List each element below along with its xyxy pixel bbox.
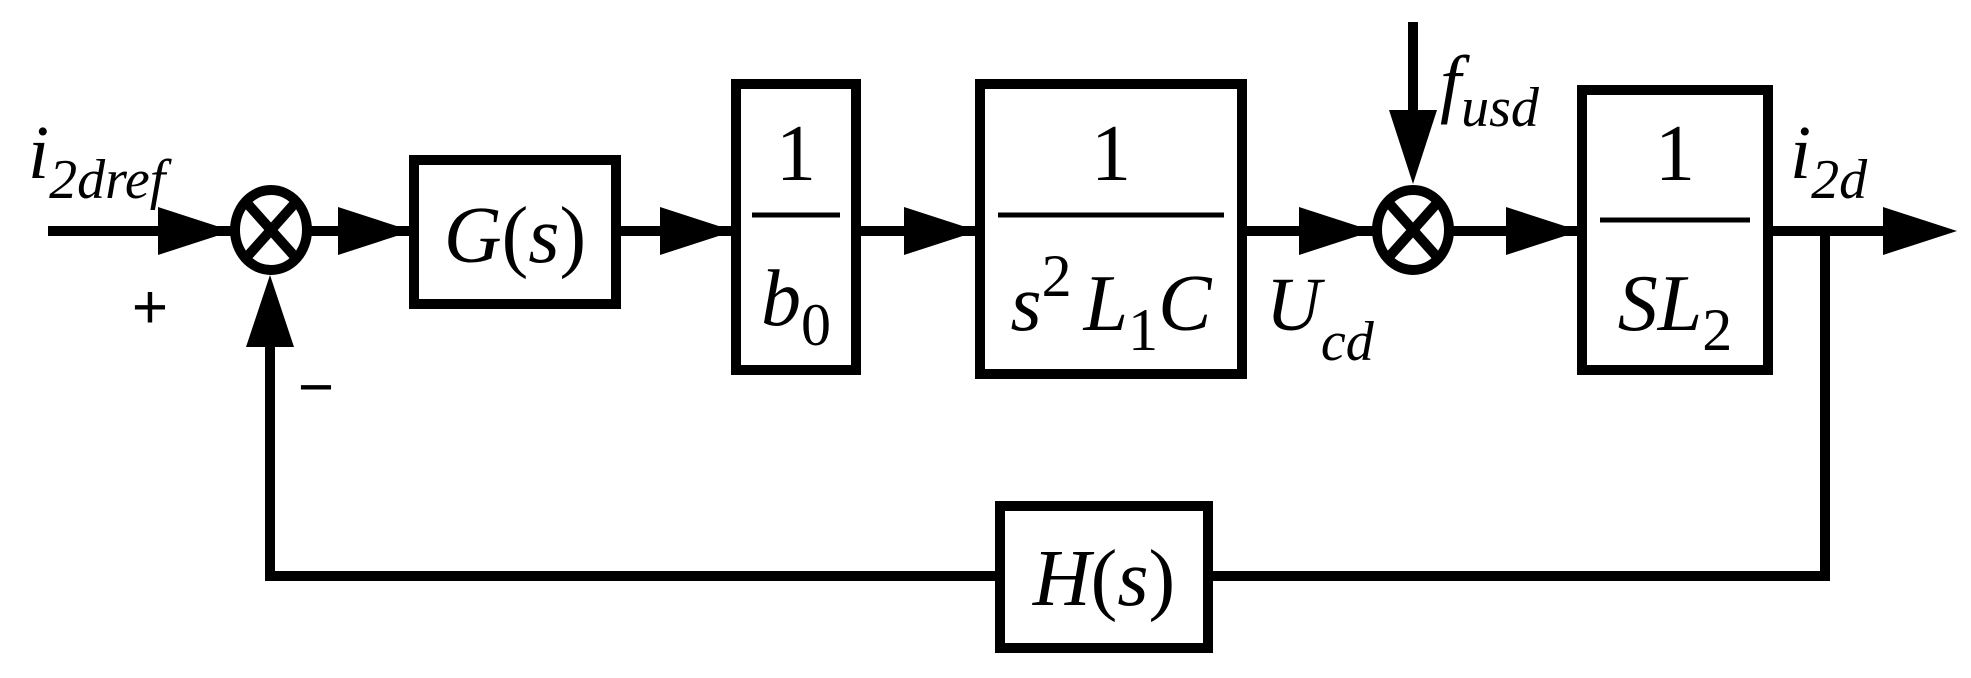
gs-arg: s (528, 192, 559, 280)
input-var: i (28, 111, 49, 195)
plant2-Lsub: 2 (1702, 297, 1732, 363)
gs-open: ( (502, 192, 529, 280)
hs-arg: s (1117, 535, 1148, 623)
input-label: i2dref (28, 111, 173, 211)
plant1-sup: 2 (1042, 243, 1072, 309)
output-label: i2d (1790, 111, 1868, 211)
svg-text:G(s): G(s) (444, 192, 586, 280)
b0-numerator: 1 (776, 110, 816, 198)
arrow-output (1883, 207, 1957, 255)
disturbance-sub: usd (1461, 77, 1540, 139)
svg-text:SL2: SL2 (1618, 260, 1733, 363)
hs-open: ( (1091, 535, 1118, 623)
svg-text:H(s): H(s) (1032, 535, 1175, 623)
svg-text:b0: b0 (761, 255, 831, 358)
summing-junction-2 (1372, 185, 1454, 275)
b0-den-sub: 0 (801, 292, 831, 358)
block-gs: G(s) (409, 155, 621, 309)
disturbance-label: fusd (1440, 41, 1540, 139)
block-plant2: 1 SL2 (1577, 85, 1773, 375)
arrow-to-gs (338, 207, 412, 255)
plant1-numerator: 1 (1091, 110, 1131, 198)
plant1-L: L (1083, 260, 1129, 348)
hs-fn: H (1032, 535, 1095, 623)
output-var: i (1790, 111, 1811, 195)
hs-close: ) (1148, 535, 1175, 623)
arrow-disturbance (1389, 110, 1437, 184)
block-b0: 1 b0 (731, 79, 861, 375)
arrow-to-plant2 (1506, 207, 1580, 255)
arrow-feedback (246, 275, 294, 347)
plus-sign: + (132, 273, 168, 342)
plant2-numerator: 1 (1655, 110, 1695, 198)
b0-den-var: b (761, 255, 801, 343)
arrow-input (158, 207, 232, 255)
summing-junction-1 (230, 185, 312, 275)
minus-sign: − (298, 353, 334, 422)
ucd-label: Ucd (1266, 263, 1375, 373)
plant1-s: s (1011, 260, 1042, 348)
block-hs: H(s) (995, 501, 1213, 653)
ucd-sub: cd (1321, 311, 1375, 373)
plant1-C: C (1158, 260, 1213, 348)
plant2-S: S (1618, 260, 1658, 348)
arrow-to-sum2 (1299, 207, 1373, 255)
gs-close: ) (559, 192, 586, 280)
output-sub: 2d (1811, 149, 1868, 211)
plant2-L: L (1657, 260, 1703, 348)
gs-fn: G (444, 192, 502, 280)
arrow-to-plant1 (904, 207, 978, 255)
plant1-Lsub: 1 (1128, 297, 1158, 363)
ucd-var: U (1266, 263, 1325, 347)
input-sub: 2dref (49, 149, 173, 211)
arrowheads (158, 110, 1957, 347)
arrow-to-b0 (660, 207, 734, 255)
